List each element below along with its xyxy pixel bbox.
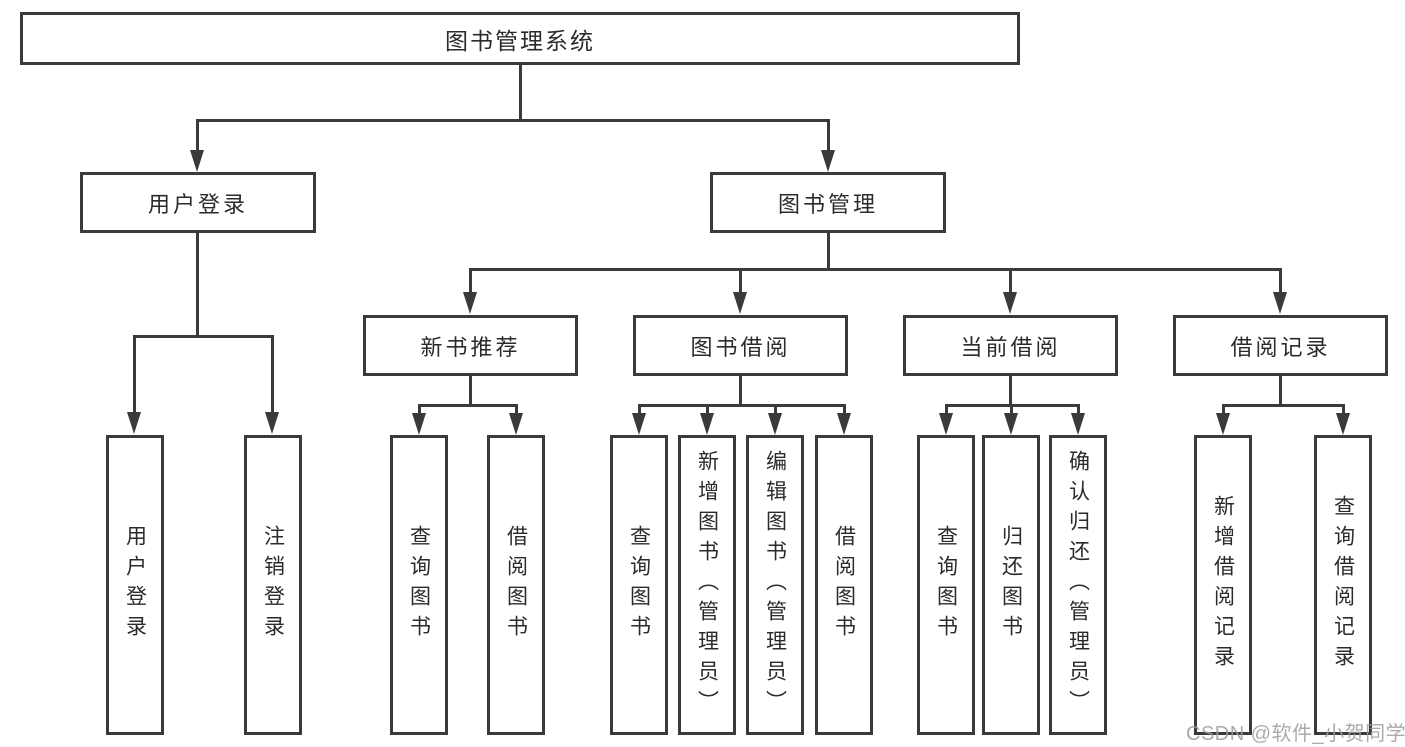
node-new-book-recommend: 新书推荐 [363, 315, 578, 376]
node-book-borrowing: 图书借阅 [633, 315, 848, 376]
leaf-user-login-label: 用户登录 [123, 525, 147, 645]
leaf-recommend-query-books: 查询图书 [390, 435, 448, 735]
leaf-borrowing-borrow-books: 借阅图书 [815, 435, 873, 735]
leaf-current-confirm-return-admin-label: 确认归还（管理员） [1066, 450, 1090, 720]
arrow-down-icon [1004, 413, 1018, 435]
connector-line [133, 335, 136, 413]
node-current-borrowing: 当前借阅 [903, 315, 1118, 376]
leaf-records-query-record: 查询借阅记录 [1314, 435, 1372, 735]
node-borrowing-records-label: 借阅记录 [1230, 334, 1331, 360]
arrow-down-icon [509, 413, 523, 435]
connector-line [843, 404, 846, 416]
connector-line [1222, 404, 1225, 416]
connector-line [469, 376, 472, 406]
node-root-library-system: 图书管理系统 [20, 12, 1020, 65]
csdn-watermark: CSDN @软件_小贺同学 [1186, 723, 1405, 745]
connector-line [1010, 404, 1013, 416]
leaf-recommend-borrow-books-label: 借阅图书 [504, 525, 528, 645]
arrow-down-icon [939, 413, 953, 435]
connector-line [196, 233, 199, 337]
arrow-down-icon [1216, 413, 1230, 435]
connector-line [196, 119, 199, 153]
connector-line [469, 268, 472, 294]
arrow-down-icon [1336, 413, 1350, 435]
leaf-current-return-books-label: 归还图书 [999, 525, 1023, 645]
node-new-book-recommend-label: 新书推荐 [420, 334, 521, 360]
connector-line [1009, 376, 1012, 406]
arrow-down-icon [463, 292, 477, 314]
connector-line [1342, 404, 1345, 416]
leaf-records-query-record-label: 查询借阅记录 [1331, 495, 1355, 675]
leaf-borrowing-borrow-books-label: 借阅图书 [832, 525, 856, 645]
leaf-user-login: 用户登录 [106, 435, 164, 735]
connector-line [1009, 268, 1012, 294]
arrow-down-icon [1003, 292, 1017, 314]
leaf-borrowing-edit-books-admin: 编辑图书（管理员） [746, 435, 804, 735]
node-book-borrowing-label: 图书借阅 [690, 334, 791, 360]
arrow-down-icon [733, 292, 747, 314]
node-root-label: 图书管理系统 [445, 27, 595, 54]
arrow-down-icon [768, 413, 782, 435]
arrow-down-icon [700, 413, 714, 435]
connector-line [774, 404, 777, 416]
connector-line [945, 404, 948, 416]
node-borrowing-records: 借阅记录 [1173, 315, 1388, 376]
connector-line [739, 376, 742, 406]
leaf-current-query-books: 查询图书 [917, 435, 975, 735]
connector-line [515, 404, 518, 416]
arrow-down-icon [632, 413, 646, 435]
node-current-borrowing-label: 当前借阅 [960, 334, 1061, 360]
connector-line [1077, 404, 1080, 416]
connector-line [706, 404, 709, 416]
arrow-down-icon [837, 413, 851, 435]
connector-line [827, 233, 830, 271]
connector-line [638, 404, 641, 416]
leaf-logout: 注销登录 [244, 435, 302, 735]
connector-line [196, 119, 830, 122]
leaf-logout-label: 注销登录 [261, 525, 285, 645]
leaf-current-return-books: 归还图书 [982, 435, 1040, 735]
arrow-down-icon [190, 150, 204, 172]
connector-line [469, 268, 1282, 271]
leaf-records-add-record-label: 新增借阅记录 [1211, 495, 1235, 675]
connector-line [1222, 404, 1345, 407]
connector-line [418, 404, 421, 416]
leaf-recommend-query-books-label: 查询图书 [407, 525, 431, 645]
connector-line [638, 404, 846, 407]
arrow-down-icon [1071, 413, 1085, 435]
leaf-borrowing-add-books-admin: 新增图书（管理员） [678, 435, 736, 735]
node-book-management-label: 图书管理 [777, 191, 878, 217]
node-book-management: 图书管理 [710, 172, 946, 233]
node-user-login-label: 用户登录 [147, 191, 248, 217]
connector-line [1279, 376, 1282, 406]
leaf-current-confirm-return-admin: 确认归还（管理员） [1049, 435, 1107, 735]
connector-line [418, 404, 518, 407]
leaf-borrowing-add-books-admin-label: 新增图书（管理员） [695, 450, 719, 720]
connector-line [827, 119, 830, 153]
arrow-down-icon [127, 412, 141, 434]
arrow-down-icon [821, 150, 835, 172]
connector-line [739, 268, 742, 294]
arrow-down-icon [1273, 292, 1287, 314]
connector-line [134, 335, 274, 338]
leaf-records-add-record: 新增借阅记录 [1194, 435, 1252, 735]
connector-line [271, 335, 274, 413]
connector-line [519, 65, 522, 121]
leaf-borrowing-query-books: 查询图书 [610, 435, 668, 735]
leaf-borrowing-edit-books-admin-label: 编辑图书（管理员） [763, 450, 787, 720]
node-user-login: 用户登录 [80, 172, 316, 233]
connector-line [1279, 268, 1282, 294]
leaf-recommend-borrow-books: 借阅图书 [487, 435, 545, 735]
arrow-down-icon [265, 412, 279, 434]
arrow-down-icon [412, 413, 426, 435]
leaf-borrowing-query-books-label: 查询图书 [627, 525, 651, 645]
leaf-current-query-books-label: 查询图书 [934, 525, 958, 645]
